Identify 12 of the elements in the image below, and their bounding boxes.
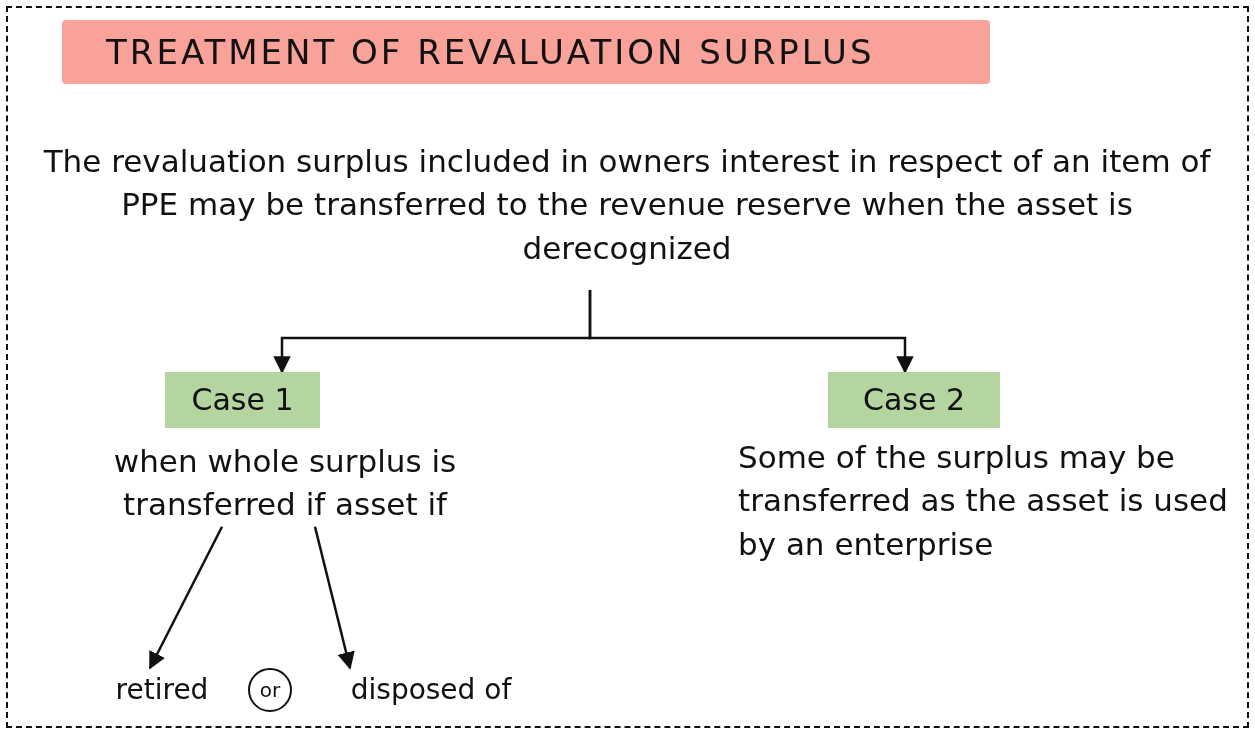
outcome-text: retired [92,668,232,712]
or-circle: or [248,668,292,712]
statement-text: The revaluation surplus included in owners interest in respect of an item of PPE may be transferred to the revenue reserve when the asset is derecognized [16,140,1238,290]
case-description: Some of the surplus may be transferred as the asset is used by an enterprise [738,436,1250,666]
arrow [148,526,224,670]
case-label: Case 1 [165,372,320,428]
arrow [588,290,914,374]
case-description: when whole surplus is transferred if asset if [110,440,460,527]
title-banner: TREATMENT OF REVALUATION SURPLUS [62,20,990,84]
arrow [313,526,355,670]
outcome-text: disposed of [326,668,536,712]
case-label: Case 2 [828,372,1000,428]
